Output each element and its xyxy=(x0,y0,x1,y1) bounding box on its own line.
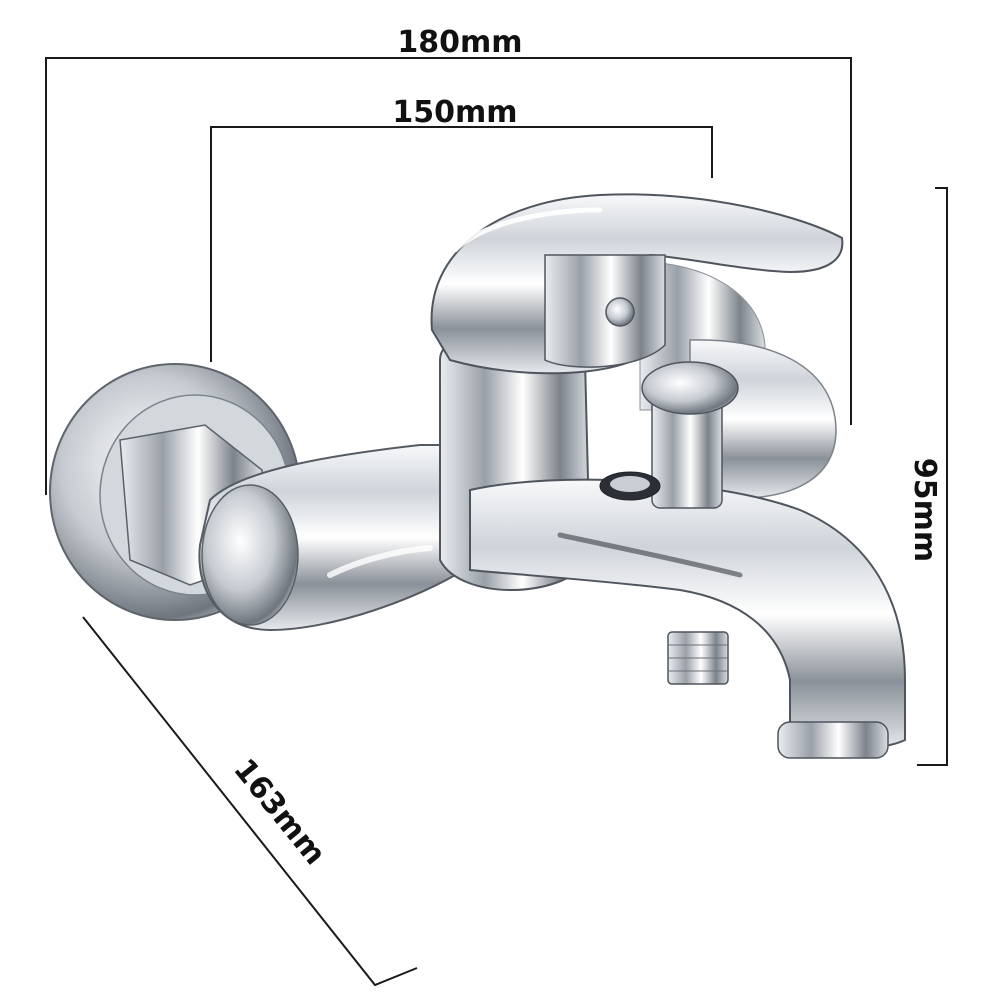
height-label: 95mm xyxy=(907,458,942,562)
depth-bracket xyxy=(82,616,418,987)
dimension-depth: 163mm xyxy=(82,616,418,987)
overall-width-bracket xyxy=(45,57,852,495)
diverter-knob xyxy=(641,361,739,415)
depth-label: 163mm xyxy=(226,752,332,871)
dimension-height: 95mm xyxy=(907,187,948,766)
height-bracket xyxy=(917,187,948,766)
bath-mixer-faucet-icon xyxy=(49,193,906,759)
dimension-spout-width: 150mm xyxy=(210,95,713,362)
body-arm-end xyxy=(201,484,299,626)
handle-screw xyxy=(605,297,635,327)
dimension-overall-width: 180mm xyxy=(45,25,852,495)
spout xyxy=(469,478,906,750)
spout-outlet xyxy=(777,721,889,759)
handle-cartridge xyxy=(544,254,666,368)
spout-width-bracket xyxy=(210,126,713,362)
overall-width-label: 180mm xyxy=(397,25,522,60)
spout-width-label: 150mm xyxy=(392,95,517,130)
